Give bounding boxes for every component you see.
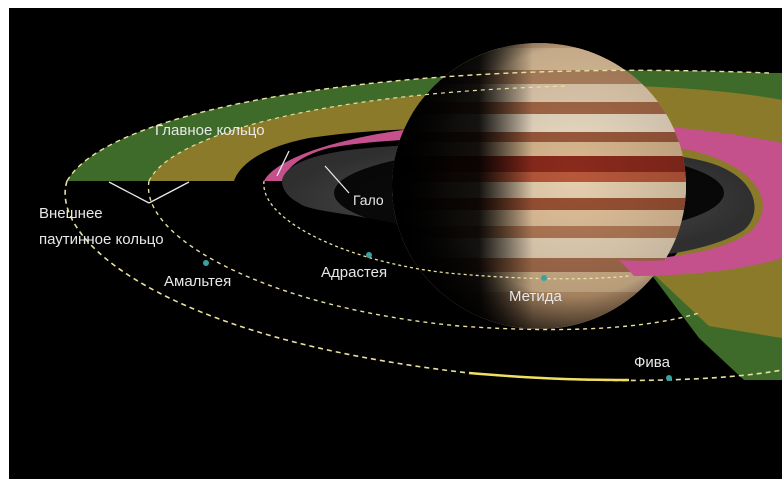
moon-adrastea: [366, 252, 372, 258]
orbit-amalthea-top: [148, 85, 570, 182]
label-main-ring: Главное кольцо: [155, 122, 265, 139]
label-adrastea: Адрастея: [321, 264, 388, 281]
orbit-thebe-top: [66, 69, 770, 182]
label-thebe: Фива: [634, 354, 670, 371]
label-amalthea: Амальтея: [164, 273, 232, 290]
moon-metis: [541, 275, 547, 281]
moon-thebe: [666, 375, 672, 381]
pointer-gossamer-a: [108, 181, 150, 204]
main-ring-front: [619, 238, 782, 276]
pointer-gossamer-b: [148, 181, 190, 204]
ring-lower-right-olive: [645, 266, 782, 338]
orbit-thebe: [64, 180, 782, 382]
label-halo: Гало: [353, 192, 384, 208]
diagram-graphic: [64, 43, 782, 382]
pointer-halo: [324, 165, 350, 194]
pointer-main-ring: [276, 150, 290, 177]
orbit-adrastea: [263, 180, 630, 280]
label-outer-gossamer-2: паутинное кольцо: [39, 231, 164, 248]
label-outer-gossamer-1: Внешнее: [39, 205, 103, 222]
orbit-amalthea: [147, 180, 700, 331]
orbit-thebe-highlight: [468, 371, 630, 382]
label-metis: Метида: [509, 288, 562, 305]
jupiter-planet: [392, 43, 686, 329]
moon-amalthea: [203, 260, 209, 266]
jupiter-ring-diagram: Главное кольцо Гало Внешнее паутинное ко…: [9, 8, 782, 479]
